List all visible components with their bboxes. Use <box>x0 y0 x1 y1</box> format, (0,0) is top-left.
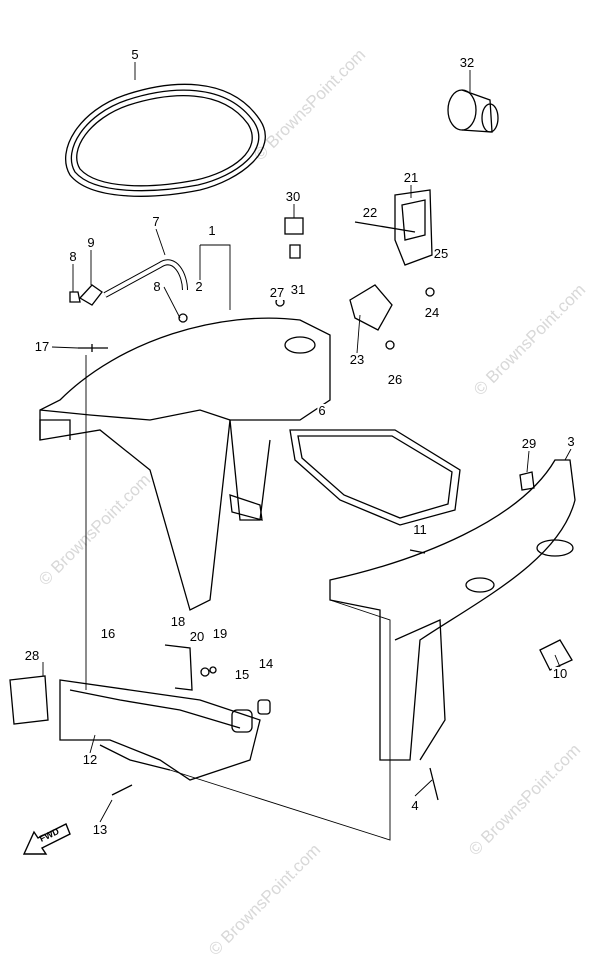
part-6-gasket <box>289 429 461 526</box>
callout-13[interactable]: 13 <box>91 822 109 837</box>
part-18-bracket <box>164 644 193 691</box>
callout-30[interactable]: 30 <box>284 189 302 204</box>
leader-lines <box>42 62 572 841</box>
part-15-mount <box>231 709 253 733</box>
callout-20[interactable]: 20 <box>188 629 206 644</box>
callout-17[interactable]: 17 <box>33 339 51 354</box>
part-32-plug <box>447 89 499 133</box>
callout-3[interactable]: 3 <box>566 434 576 449</box>
callout-6[interactable]: 6 <box>317 403 327 418</box>
part-1-upper-cover <box>39 317 331 611</box>
part-8-nut <box>69 291 81 303</box>
callout-15[interactable]: 15 <box>233 667 251 682</box>
part-28-pad <box>9 675 49 725</box>
callout-14[interactable]: 14 <box>257 656 275 671</box>
callout-31[interactable]: 31 <box>289 282 307 297</box>
callout-8[interactable]: 8 <box>68 249 78 264</box>
callout-2[interactable]: 2 <box>194 279 204 294</box>
callout-28[interactable]: 28 <box>23 648 41 663</box>
part-12-lower-pan <box>59 679 261 781</box>
callout-19[interactable]: 19 <box>211 626 229 641</box>
callout-25[interactable]: 25 <box>432 246 450 261</box>
part-3-lower-cover <box>329 459 576 761</box>
callout-23[interactable]: 23 <box>348 352 366 367</box>
part-14-plug <box>257 699 271 715</box>
callout-4[interactable]: 4 <box>410 798 420 813</box>
forward-direction-indicator: FWD <box>22 820 72 858</box>
callout-10[interactable]: 10 <box>551 666 569 681</box>
callout-5[interactable]: 5 <box>130 47 140 62</box>
callout-21[interactable]: 21 <box>402 170 420 185</box>
fwd-arrow-icon <box>22 823 71 855</box>
part-5-seal <box>65 83 266 197</box>
part-31-clip <box>289 244 301 259</box>
callout-18[interactable]: 18 <box>169 614 187 629</box>
callout-9[interactable]: 9 <box>86 235 96 250</box>
callout-12[interactable]: 12 <box>81 752 99 767</box>
callout-22[interactable]: 22 <box>361 205 379 220</box>
part-9-clip <box>78 284 103 306</box>
callout-16[interactable]: 16 <box>99 626 117 641</box>
callout-1[interactable]: 1 <box>207 223 217 238</box>
part-10-plug <box>539 639 573 671</box>
callout-32[interactable]: 32 <box>458 55 476 70</box>
callout-27[interactable]: 27 <box>268 285 286 300</box>
callout-11[interactable]: 11 <box>412 522 428 537</box>
part-21-latch <box>349 189 433 331</box>
callout-29[interactable]: 29 <box>520 436 538 451</box>
part-29-grommet <box>519 471 535 491</box>
callout-24[interactable]: 24 <box>423 305 441 320</box>
callout-26[interactable]: 26 <box>386 372 404 387</box>
callout-8b[interactable]: 8 <box>152 279 162 294</box>
part-30-grommet <box>284 217 304 235</box>
small-fasteners <box>78 287 439 801</box>
callout-7[interactable]: 7 <box>151 214 161 229</box>
